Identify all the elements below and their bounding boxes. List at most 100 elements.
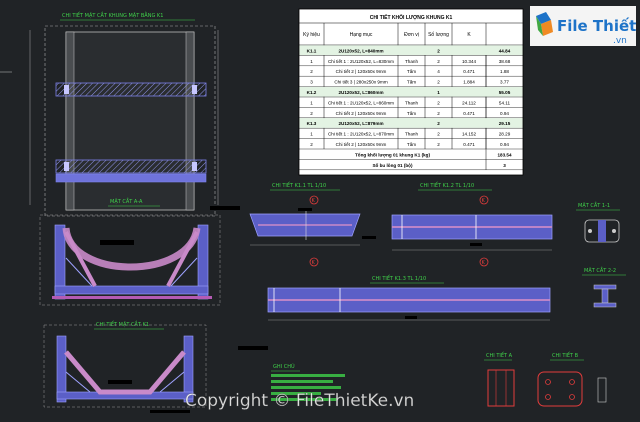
table-cell: K1.3 [307, 121, 317, 126]
table-cell: 2 [437, 59, 440, 64]
table-group-row-bg [299, 118, 523, 128]
table-cell: 2 [437, 48, 440, 53]
logo-text: File Thiết Kế [557, 16, 640, 35]
logo-mark-icon [536, 12, 553, 36]
table-cell: 2 [437, 132, 440, 137]
table-cell: 28.29 [499, 132, 511, 137]
copyright-watermark: Copyright © FileThietKe.vn [185, 391, 415, 411]
watermark-logo: File Thiết Kế .vn [530, 6, 640, 46]
notes-title: GHI CHÚ [273, 363, 295, 370]
table-cell: Tổng khối lượng 01 khung K1 (kg) [355, 151, 430, 157]
logo-domain: .vn [613, 36, 627, 46]
top-view-title: CHI TIẾT MẶT CẮT KHUNG MẶT BẰNG K1 [62, 11, 163, 19]
table-header-cell: Hạng mục [350, 32, 373, 38]
detail-a-title: CHI TIẾT A [486, 351, 513, 359]
table-cell: 1.884 [463, 80, 475, 85]
table-cell: 0.94 [500, 142, 509, 147]
table-cell: 1 [310, 59, 313, 64]
detail-a-drawing: CHI TIẾT A [484, 351, 515, 407]
table-cell: Chi tiết 1 : 2U120x52, L=830mm [328, 59, 394, 64]
table-cell: 2 [437, 111, 440, 116]
table-cell: 4 [437, 69, 440, 74]
table-cell: 1 [310, 132, 313, 137]
table-cell: 2U120x52, L=860mm [338, 90, 383, 95]
table-cell: 0.471 [463, 69, 475, 74]
detail-k11-title: CHI TIẾT K1.1 TL 1/10 [272, 181, 326, 189]
top-view-drawing: CHI TIẾT MẶT CẮT KHUNG MẶT BẰNG K1 [0, 11, 219, 217]
table-cell: Tấm [407, 80, 416, 85]
table-cell: Số bu lông 01 (bộ) [372, 162, 413, 168]
table-cell: Thanh [405, 132, 418, 137]
table-cell: Tấm [407, 111, 416, 116]
table-cell: 44.84 [499, 48, 511, 53]
table-cell: Chi tiết 1 : 2U120x52, L=870mm [328, 132, 394, 137]
table-cell: 2U120x52, L=879mm [338, 121, 383, 126]
table-cell: 0.471 [463, 142, 475, 147]
svg-text:K: K [482, 260, 486, 266]
table-cell: Chi tiết 3 | 280x250x 9mm [334, 80, 387, 85]
notes-block: GHI CHÚ [271, 363, 345, 401]
table-cell: 1.88 [500, 69, 509, 74]
table-cell: Chi tiết 2 | 120x50x 9mm [336, 69, 387, 74]
table-cell: 38.68 [499, 59, 511, 64]
svg-text:K: K [312, 198, 316, 204]
table-cell: 3 [310, 80, 313, 85]
table-cell: 0.471 [463, 111, 475, 116]
table-cell: Chi tiết 2 | 120x50x 9mm [336, 111, 387, 116]
table-cell: 2U120x52, L=840mm [338, 48, 383, 53]
detail-k12-title: CHI TIẾT K1.2 TL 1/10 [420, 181, 474, 189]
quantity-table: CHI TIẾT KHỐI LƯỢNG KHUNG K1 Ký hiệu Hạng… [298, 8, 524, 176]
table-cell: 55.05 [499, 90, 511, 95]
table-cell: Thanh [405, 100, 418, 105]
table-cell: 3.77 [500, 80, 509, 85]
table-cell: Tấm [407, 69, 416, 74]
section-1-drawing: MẶT CẮT 1-1 [576, 201, 620, 243]
table-cell: 1 [437, 90, 440, 95]
section-2-title: MẶT CẮT 2-2 [584, 266, 616, 274]
detail-k13-title: CHI TIẾT K1.3 TL 1/10 [372, 274, 426, 282]
section-b-title: CHI TIẾT MẶT CẮT K1 [96, 320, 149, 328]
table-cell: 0.94 [500, 111, 509, 116]
section-2-drawing: MẶT CẮT 2-2 [582, 266, 626, 308]
table-cell: 2 [437, 142, 440, 147]
table-cell: 14.152 [462, 132, 476, 137]
detail-b-drawing: CHI TIẾT B [537, 351, 607, 407]
detail-k12-drawing: CHI TIẾT K1.2 TL 1/10 K [391, 181, 553, 251]
section-a-drawing: MẶT CẮT A-A [39, 197, 221, 306]
table-header-cell: K [467, 32, 471, 38]
table-cell: Chi tiết 1 : 2U120x52, L=860mm [328, 100, 394, 105]
table-cell: 2 [437, 100, 440, 105]
table-cell: K1.1 [307, 48, 317, 53]
section-b-drawing: CHI TIẾT MẶT CẮT K1 [43, 320, 207, 408]
table-cell: 54.11 [499, 100, 511, 105]
detail-k13-drawing: K K CHI TIẾT K1.3 TL 1/10 [267, 257, 551, 321]
svg-text:K: K [482, 198, 486, 204]
table-cell: Chi tiết 2 | 120x50x 9mm [336, 142, 387, 147]
detail-b-title: CHI TIẾT B [552, 351, 579, 359]
section-1-title: MẶT CẮT 1-1 [578, 201, 610, 209]
table-cell: 2 [310, 69, 313, 74]
table-cell: K1.2 [307, 90, 317, 95]
table-header-cell: Ký hiệu [303, 32, 320, 38]
svg-text:K: K [312, 260, 316, 266]
table-title: CHI TIẾT KHỐI LƯỢNG KHUNG K1 [370, 14, 453, 21]
table-cell: 24.112 [462, 100, 476, 105]
table-cell: 2 [437, 80, 440, 85]
table-cell: 183.54 [497, 152, 511, 157]
table-cell: 10.344 [462, 59, 476, 64]
table-cell: Tấm [407, 142, 416, 147]
table-header-cell: Số lượng [428, 32, 449, 38]
copyright-text: Copyright © FileThietKe.vn [185, 391, 414, 411]
table-cell: Thanh [405, 59, 418, 64]
section-a-title: MẶT CẮT A-A [110, 197, 143, 205]
table-header-cell: Đơn vị [404, 32, 419, 38]
table-cell: 3 [503, 163, 506, 168]
table-cell: 2 [437, 121, 440, 126]
table-cell: 29.15 [499, 121, 511, 126]
table-group-row-bg [299, 45, 523, 56]
table-cell: 2 [310, 142, 313, 147]
table-cell: 2 [310, 111, 313, 116]
table-cell: 1 [310, 100, 313, 105]
table-group-row-bg [299, 86, 523, 97]
